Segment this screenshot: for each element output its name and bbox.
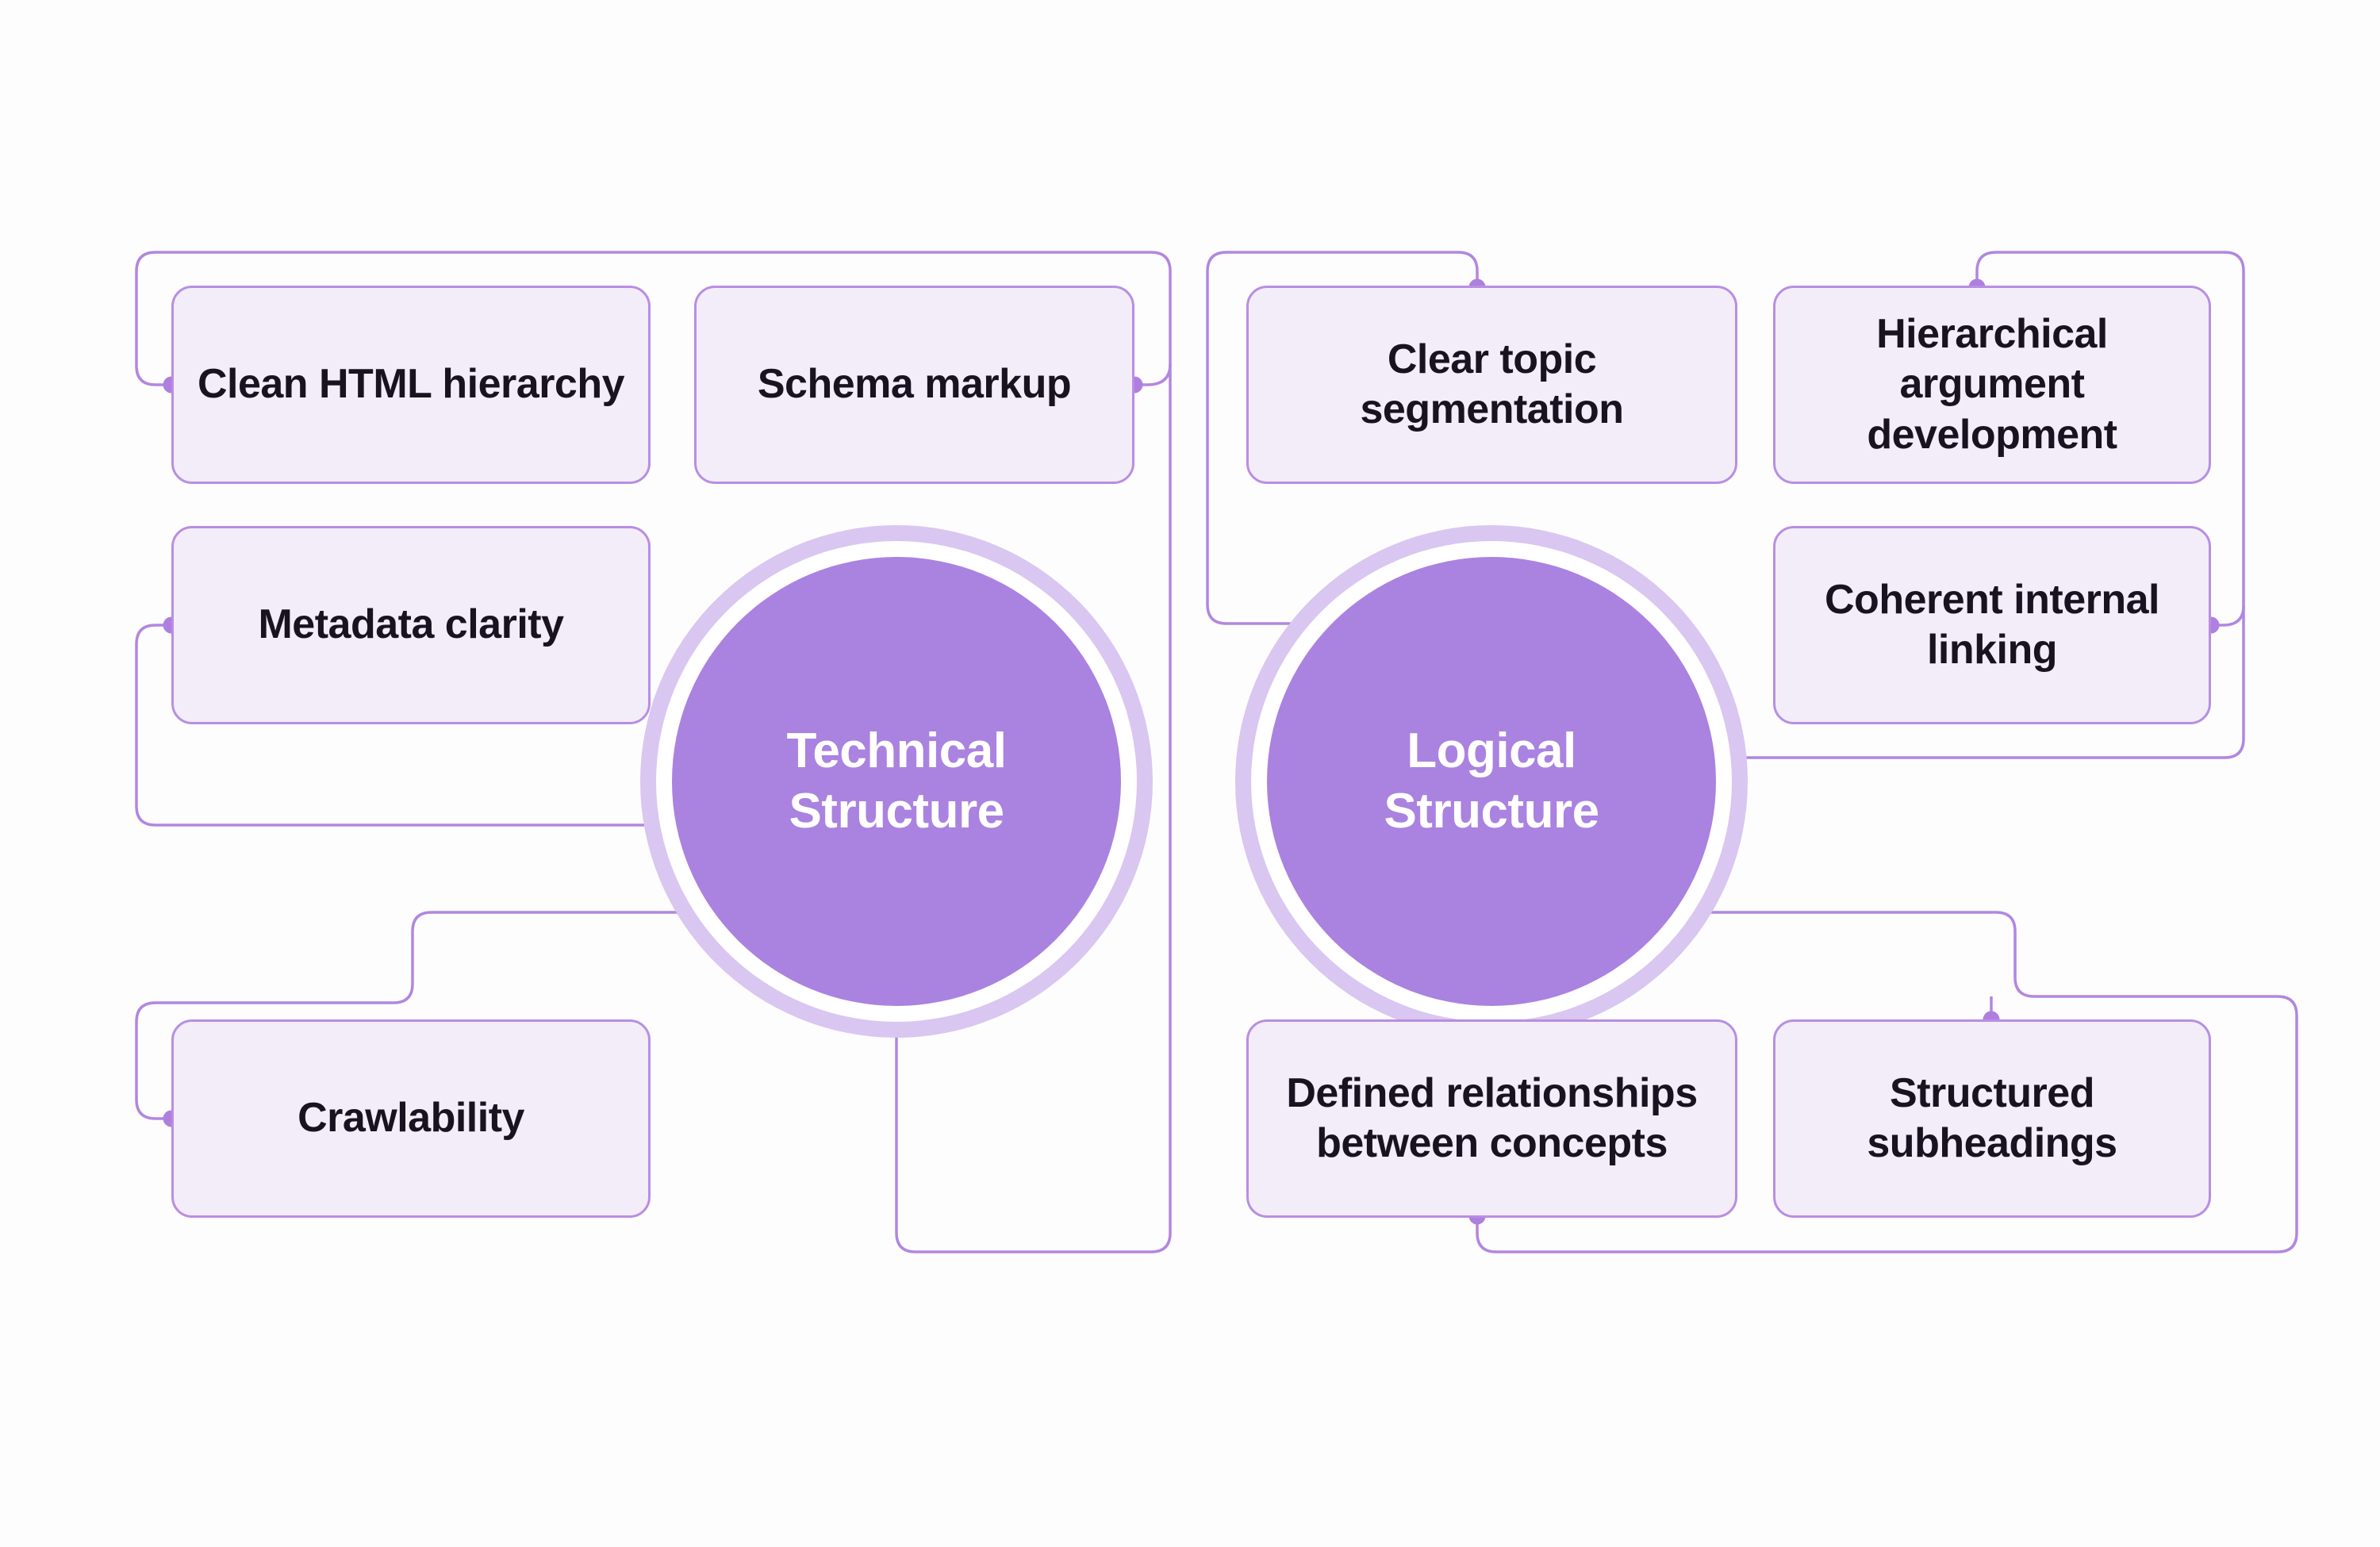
connector-line	[1710, 251, 2245, 759]
node-box-coherent-internal-linking: Coherent internal linking	[1773, 526, 2211, 724]
node-box-clean-html-hierarchy: Clean HTML hierarchy	[171, 286, 651, 484]
node-box-metadata-clarity: Metadata clarity	[171, 526, 651, 724]
connector-line	[135, 911, 718, 1120]
node-label: Clear topic segmentation	[1360, 336, 1624, 432]
node-box-defined-relationships-between-concepts: Defined relationships between concepts	[1246, 1019, 1737, 1218]
connector-line	[1476, 911, 2298, 1253]
connector-line	[2211, 605, 2245, 627]
hub-label: Logical Structure	[1384, 724, 1599, 839]
node-box-schema-markup: Schema markup	[694, 286, 1134, 484]
node-label: Metadata clarity	[258, 601, 564, 648]
hub-label: Technical Structure	[786, 724, 1007, 839]
connector-line	[1134, 363, 1172, 386]
node-label: Schema markup	[757, 361, 1072, 408]
node-label: Defined relationships between concepts	[1286, 1069, 1698, 1166]
hub-technical-structure: Technical Structure	[672, 557, 1121, 1006]
node-label: Clean HTML hierarchy	[197, 361, 625, 408]
node-box-crawlability: Crawlability	[171, 1019, 651, 1218]
connector-line	[135, 624, 674, 827]
node-label: Crawlability	[298, 1095, 524, 1142]
connector-line	[1206, 251, 1479, 625]
node-label: Coherent internal linking	[1825, 576, 2160, 673]
node-box-hierarchical-argument-development: Hierarchical argument development	[1773, 286, 2211, 484]
node-box-structured-subheadings: Structured subheadings	[1773, 1019, 2211, 1218]
node-box-clear-topic-segmentation: Clear topic segmentation	[1246, 286, 1737, 484]
node-label: Structured subheadings	[1867, 1069, 2117, 1166]
node-label: Hierarchical argument development	[1867, 310, 2117, 458]
connector-line	[135, 251, 1172, 1253]
hub-logical-structure: Logical Structure	[1267, 557, 1716, 1006]
